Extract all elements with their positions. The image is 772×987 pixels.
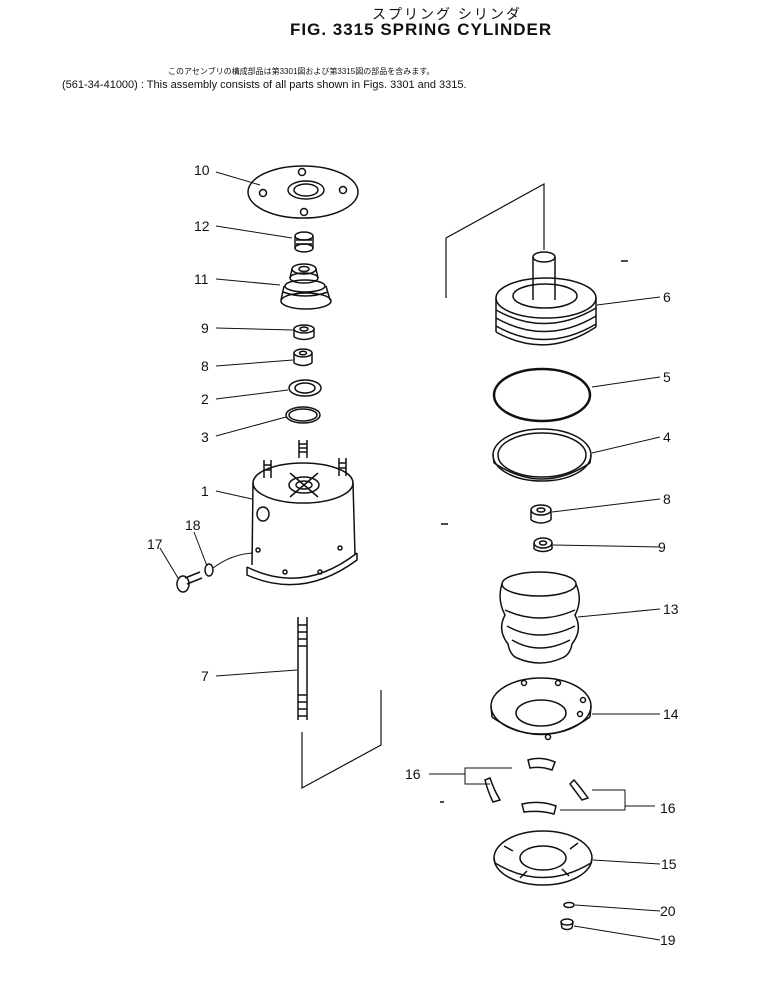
callout-1: 1: [201, 483, 209, 499]
japanese-title: スプリング シリンダ: [372, 6, 522, 22]
callout-12: 12: [194, 218, 210, 234]
callout-20: 20: [660, 903, 676, 919]
part-11-valve-body: [280, 263, 332, 310]
part-8-nut: [293, 348, 313, 367]
part-7-long-stud: [297, 617, 308, 720]
callout-8-left: 8: [201, 358, 209, 374]
part-9-nut: [293, 324, 315, 341]
callout-labels: 10 12 11 9 8 2 3 1 18 17 7 6 5 4 8 9 13 …: [147, 162, 679, 948]
callout-18: 18: [185, 517, 201, 533]
callout-16-left: 16: [405, 766, 421, 782]
part-10-flange-plate: [247, 165, 359, 219]
part-3-o-ring: [285, 406, 321, 424]
callout-14: 14: [663, 706, 679, 722]
callout-4: 4: [663, 429, 671, 445]
part-16-segments: [484, 757, 590, 815]
assembly-note: (561-34-41000) : This assembly consists …: [62, 79, 467, 91]
part-5-o-ring: [492, 367, 592, 423]
callout-2: 2: [201, 391, 209, 407]
callout-10: 10: [194, 162, 210, 178]
callout-9-right: 9: [658, 539, 666, 555]
callout-6: 6: [663, 289, 671, 305]
part-9-nut-right: [533, 537, 553, 553]
callout-7: 7: [201, 668, 209, 684]
part-4-backup-ring: [492, 428, 592, 482]
part-17-bolt: [176, 571, 203, 593]
part-14-spring-seat: [490, 677, 592, 741]
part-15-bottom-plate: [493, 830, 593, 886]
callout-13: 13: [663, 601, 679, 617]
leader-lines: [159, 171, 661, 941]
part-6-piston: [495, 251, 597, 346]
callout-5: 5: [663, 369, 671, 385]
callout-15: 15: [661, 856, 677, 872]
part-13-bellows-spring: [499, 571, 580, 664]
part-20-washer: [563, 901, 575, 909]
callout-9-left: 9: [201, 320, 209, 336]
callout-11: 11: [194, 271, 209, 287]
part-8-nut-right: [530, 504, 552, 524]
figure-title: FIG. 3315 SPRING CYLINDER: [290, 20, 553, 39]
part-1-cylinder-housing: [246, 440, 358, 586]
part-12-bushing: [294, 231, 314, 253]
part-2-washer: [288, 379, 322, 397]
callout-8-right: 8: [663, 491, 671, 507]
callout-16-right: 16: [660, 800, 676, 816]
callout-19: 19: [660, 932, 676, 948]
part-19-screw: [560, 918, 574, 931]
callout-17: 17: [147, 536, 163, 552]
callout-3: 3: [201, 429, 209, 445]
part-18-washer: [204, 563, 214, 577]
japanese-assembly-note: このアセンブリの構成部品は第3301図および第3315図の部品を含みます。: [168, 67, 435, 76]
